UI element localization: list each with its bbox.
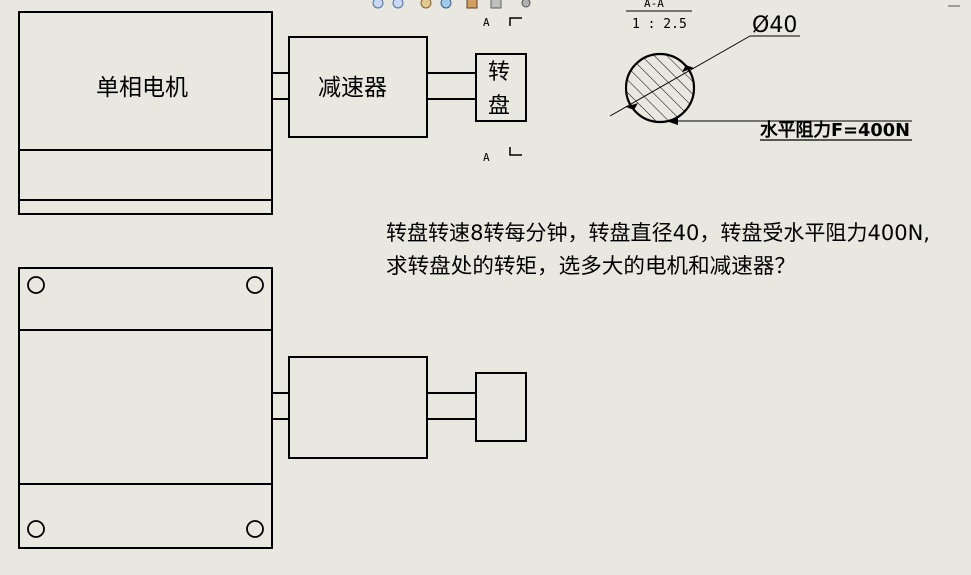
- reducer-top-view: [288, 36, 428, 138]
- refresh-icon[interactable]: [440, 0, 452, 9]
- question-line-1: 转盘转速8转每分钟，转盘直径40，转盘受水平阻力400N,: [386, 221, 930, 245]
- force-label: 水平阻力F=400N: [760, 119, 910, 141]
- zoom-out-icon[interactable]: [392, 0, 404, 9]
- settings-icon[interactable]: [520, 0, 532, 8]
- view-icon[interactable]: [466, 0, 478, 9]
- motor-shaft-front: [272, 392, 289, 420]
- reducer-shaft-front: [427, 392, 476, 420]
- motor-front-view: [18, 267, 273, 549]
- motor-label: 单相电机: [96, 75, 188, 101]
- diameter-label: Ø40: [752, 13, 797, 38]
- zoom-in-icon[interactable]: [372, 0, 384, 9]
- diameter-arrow-1: [626, 103, 638, 110]
- question-line-2: 求转盘处的转矩，选多大的电机和减速器？: [386, 254, 796, 278]
- section-title: A-A: [644, 0, 664, 10]
- reducer-label: 减速器: [318, 75, 387, 101]
- section-circle: [624, 52, 696, 124]
- reducer-front-view: [288, 356, 428, 459]
- diameter-arrow-2: [682, 65, 694, 72]
- section-scale: 1 : 2.5: [632, 17, 687, 32]
- turntable-label-2: 盘: [488, 94, 510, 119]
- motor-shaft-top: [272, 72, 289, 100]
- force-arrow: [666, 117, 678, 125]
- diameter-leader: [609, 35, 800, 117]
- overflow-icon[interactable]: [948, 0, 960, 7]
- mounting-hole-bl: [27, 520, 45, 538]
- rotate-icon[interactable]: [420, 0, 432, 9]
- reducer-shaft-top: [427, 72, 476, 100]
- mounting-hole-tr: [246, 276, 264, 294]
- force-leader: [668, 120, 912, 141]
- turntable-front-view: [475, 372, 527, 442]
- turntable-top-view: [475, 53, 527, 122]
- mounting-hole-tl: [27, 276, 45, 294]
- display-icon[interactable]: [490, 0, 502, 9]
- section-marker-bottom: [509, 147, 522, 156]
- mounting-hole-br: [246, 520, 264, 538]
- section-marker-bottom-label: A: [483, 151, 490, 164]
- section-marker-top: [509, 17, 522, 26]
- motor-top-view: [18, 11, 273, 215]
- section-marker-top-label: A: [483, 16, 490, 29]
- turntable-label-1: 转: [488, 60, 510, 85]
